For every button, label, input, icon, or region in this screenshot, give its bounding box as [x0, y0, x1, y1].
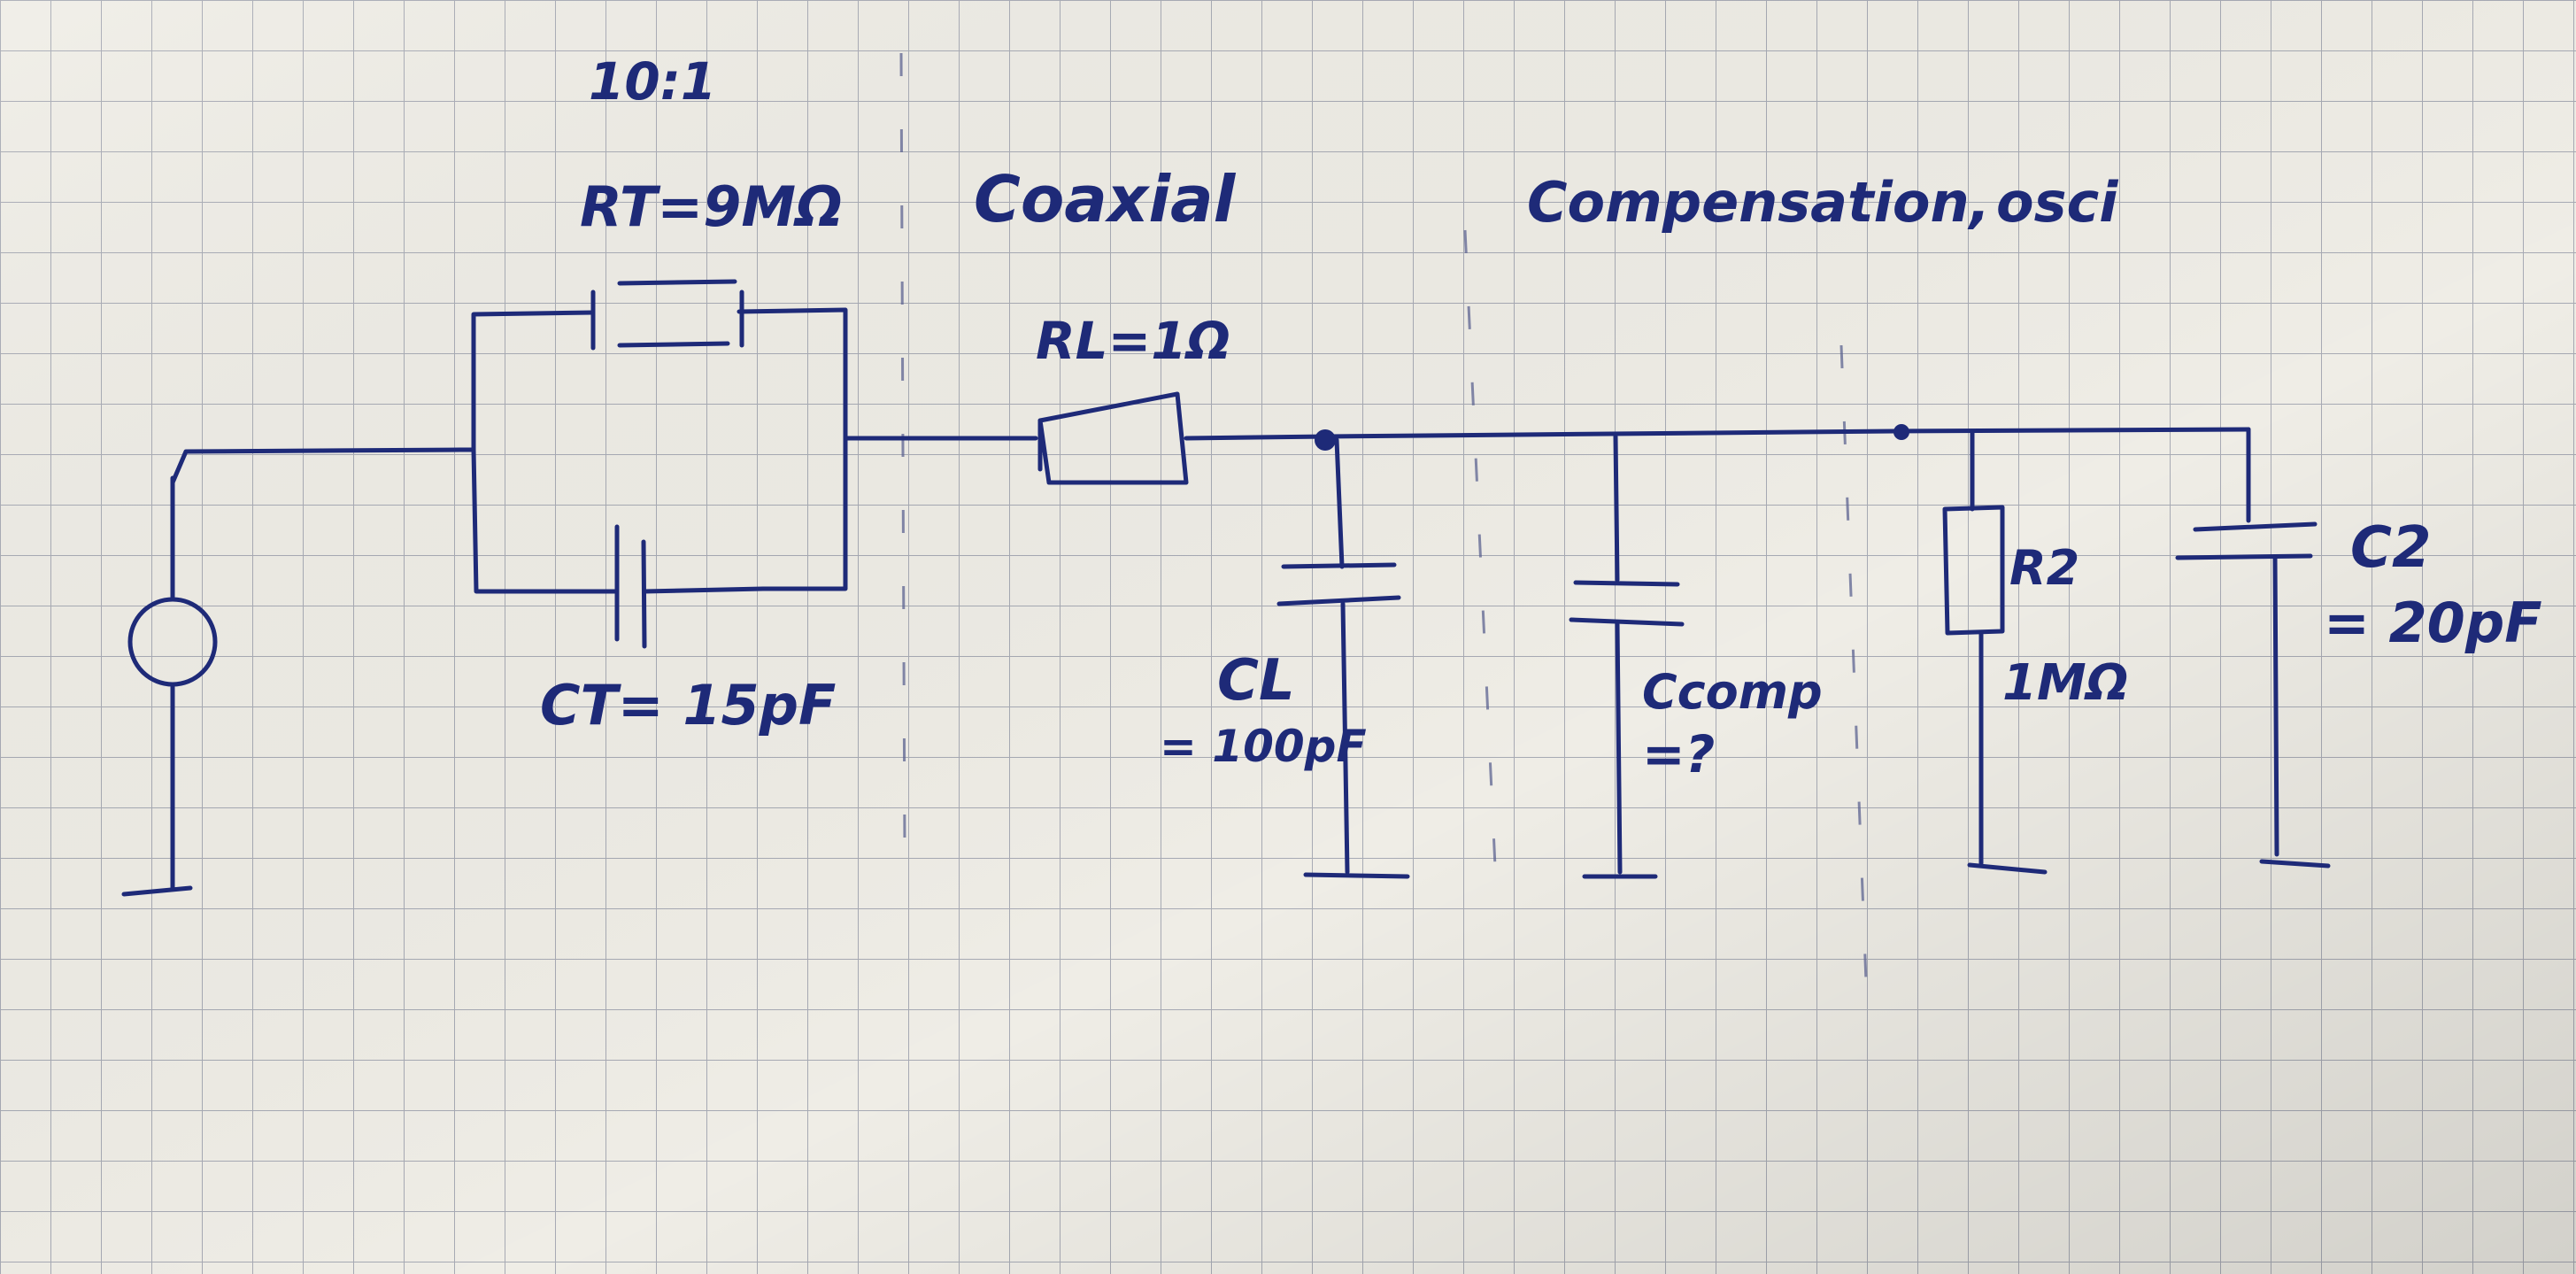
ct-capacitor: [604, 524, 766, 649]
rl-resistor: [1037, 391, 1189, 485]
c2-label: C2: [2350, 515, 2432, 581]
cl-label: CL: [1217, 648, 1295, 714]
probe-tip-network: [458, 279, 1038, 649]
rt-resistor: [590, 279, 744, 351]
cl-capacitor: [1276, 437, 1410, 879]
junction-cl: [1315, 429, 1336, 451]
ccomp-value-label: =?: [1642, 724, 1715, 784]
junction-osci: [1893, 424, 1909, 440]
r2-value-label: 1MΩ: [2002, 654, 2128, 712]
ccomp-capacitor: [1569, 434, 1685, 879]
cl-value-label: = 100pF: [1160, 721, 1367, 772]
rl-label: RL=1Ω: [1036, 311, 1230, 371]
c2-value-label: = 20pF: [2324, 591, 2542, 655]
osci-label: osci: [1996, 170, 2118, 235]
r2-label: R2: [2009, 540, 2079, 596]
ccomp-label: Ccomp: [1642, 664, 1823, 720]
divider-probe-coax: [899, 52, 906, 851]
wire-source-probe: [170, 447, 463, 485]
ct-label: CT= 15pF: [540, 673, 836, 737]
voltage-source: [121, 475, 218, 897]
rt-label: RT=9MΩ: [580, 174, 843, 239]
r2-resistor: [1942, 429, 2048, 875]
coaxial-label: Coaxial: [974, 162, 1237, 236]
wire-main-line: [1184, 427, 2251, 441]
compensation-label: Compensation,: [1527, 170, 1990, 235]
ratio-label: 10:1: [589, 51, 716, 112]
divider-coax-compensation: [1463, 229, 1498, 886]
c2-capacitor: [2175, 427, 2331, 869]
